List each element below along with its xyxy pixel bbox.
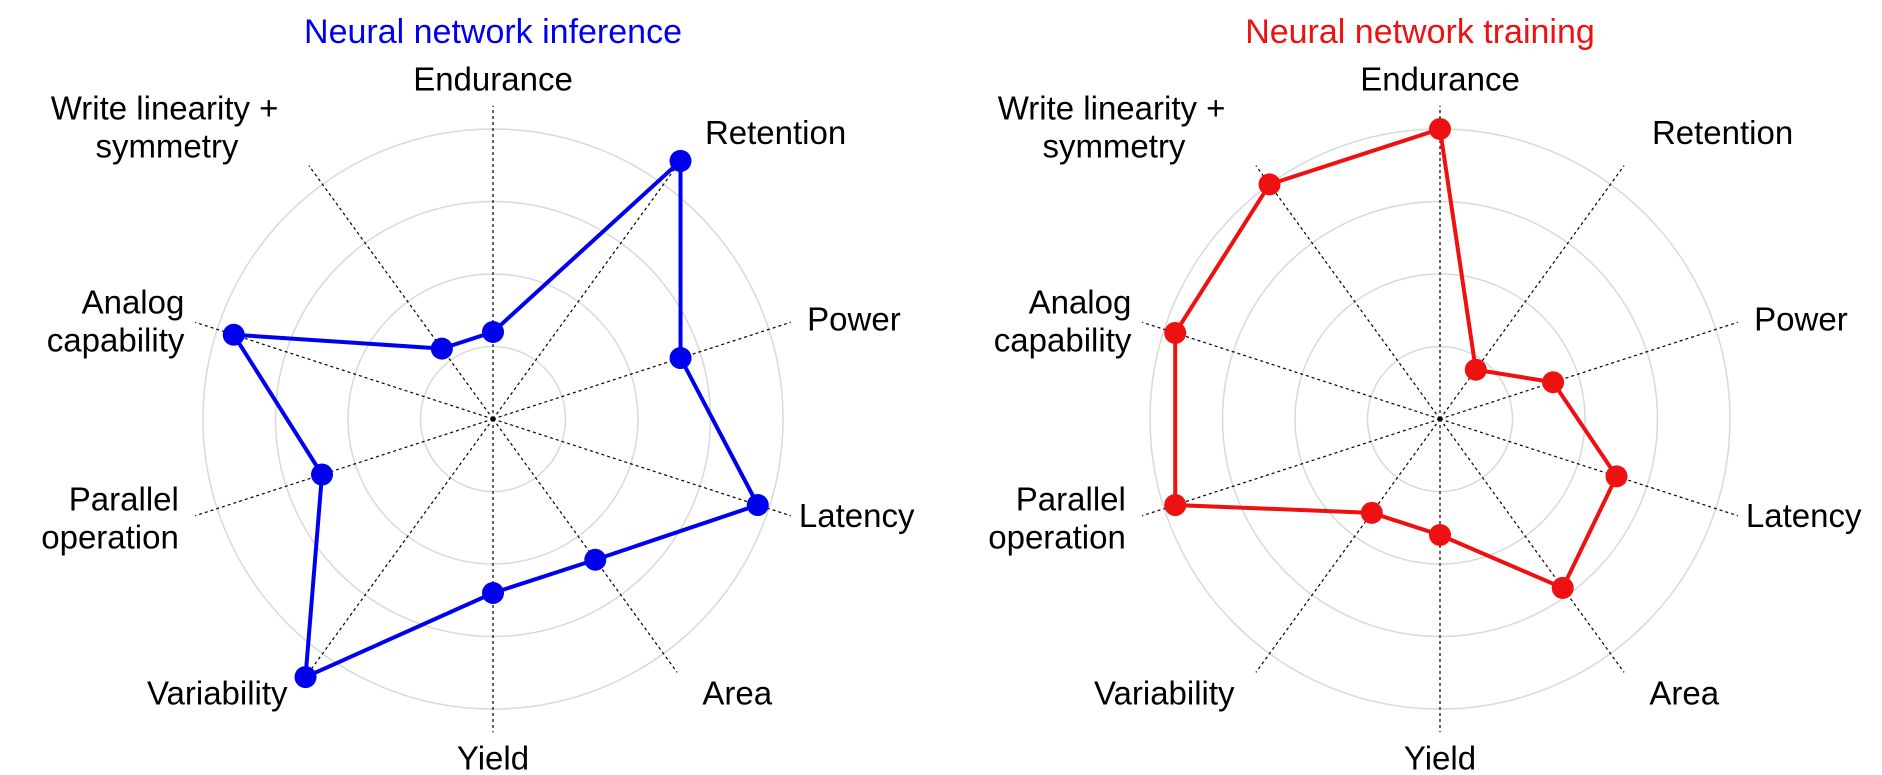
axis-label: Endurance [413, 61, 573, 98]
axis-spoke [1255, 165, 1441, 420]
axis-spoke [492, 418, 792, 517]
axis-label: Latency [799, 497, 915, 534]
data-point-variability [294, 666, 317, 689]
axis-label-line: Retention [1652, 114, 1793, 151]
axis-spoke [308, 165, 494, 420]
axis-label-line: Power [807, 301, 901, 338]
axis-label: Write linearity +symmetry [51, 89, 279, 164]
data-point-power [1542, 371, 1565, 394]
axis-spoke [1439, 418, 1625, 673]
axis-label-line: Parallel [69, 480, 179, 517]
axis-label: Variability [147, 674, 288, 711]
axis-label: Endurance [1360, 61, 1520, 98]
axis-label-line: Area [1649, 674, 1719, 711]
axis-spoke [492, 321, 792, 420]
data-point-analog-capability [1164, 321, 1187, 344]
data-point-endurance [1429, 118, 1451, 140]
axis-spoke [492, 165, 678, 420]
axis-label-line: symmetry [1042, 127, 1185, 164]
axis-label-line: Area [702, 674, 772, 711]
axis-label: Area [1649, 674, 1719, 711]
axis-spoke [1141, 321, 1441, 420]
axis-label-line: operation [988, 518, 1126, 555]
axis-spoke [492, 418, 678, 673]
data-point-analog-capability [222, 323, 245, 346]
axis-spoke [194, 321, 494, 420]
radar-chart-training: Neural network training EnduranceRetenti… [988, 13, 1862, 775]
axis-label-line: Variability [1094, 674, 1235, 711]
axis-label-line: capability [994, 321, 1132, 358]
axis-label: Retention [1652, 114, 1793, 151]
axis-label: Power [807, 301, 901, 338]
data-point-write-linearity-symmetry [1258, 173, 1281, 196]
axis-spoke [308, 418, 494, 673]
axis-label-line: Endurance [413, 61, 573, 98]
axis-spoke [194, 418, 494, 517]
axis-label: Area [702, 674, 772, 711]
axis-label-line: Yield [1404, 740, 1476, 775]
axis-label-line: Analog [82, 283, 185, 320]
data-point-write-linearity-symmetry [430, 337, 453, 360]
data-point-latency [1605, 465, 1628, 488]
axis-label: Yield [457, 740, 529, 775]
axis-label-line: Endurance [1360, 61, 1520, 98]
axis-label-line: Parallel [1016, 480, 1126, 517]
axis-label-line: Analog [1029, 283, 1132, 320]
axis-label-line: Write linearity + [51, 89, 279, 126]
axis-label: Retention [705, 114, 846, 151]
axis-label-line: Latency [1746, 497, 1862, 534]
data-point-latency [746, 494, 769, 517]
data-point-parallel-operation [1164, 494, 1187, 517]
chart-title: Neural network inference [304, 13, 682, 51]
axis-spoke [1439, 165, 1625, 420]
data-point-endurance [482, 321, 504, 343]
data-point-yield [1429, 524, 1451, 546]
axis-label: Latency [1746, 497, 1862, 534]
data-point-area [584, 548, 607, 571]
data-point-yield [482, 582, 504, 604]
axis-label-line: Variability [147, 674, 288, 711]
axis-label-line: Write linearity + [998, 89, 1226, 126]
axis-label-line: Retention [705, 114, 846, 151]
chart-title: Neural network training [1245, 13, 1595, 51]
axis-label: Power [1754, 301, 1848, 338]
axis-label: Variability [1094, 674, 1235, 711]
axis-spoke [1141, 418, 1441, 517]
radar-chart-inference: Neural network inference EnduranceRetent… [41, 13, 915, 775]
data-point-area [1551, 576, 1574, 599]
axis-spoke [1255, 418, 1441, 673]
axis-label: Write linearity +symmetry [998, 89, 1226, 164]
axis-spoke [1439, 418, 1739, 517]
data-point-retention [1464, 358, 1487, 381]
data-point-power [669, 347, 692, 370]
axis-label-line: symmetry [95, 127, 238, 164]
axis-label-line: Latency [799, 497, 915, 534]
axis-label-line: capability [47, 321, 185, 358]
data-point-variability [1360, 501, 1383, 524]
axis-spoke [1439, 321, 1739, 420]
axis-label-line: Power [1754, 301, 1848, 338]
data-point-parallel-operation [311, 463, 334, 486]
axis-label-line: operation [41, 518, 179, 555]
axis-label: Yield [1404, 740, 1476, 775]
axis-label-line: Yield [457, 740, 529, 775]
data-point-retention [669, 149, 692, 172]
